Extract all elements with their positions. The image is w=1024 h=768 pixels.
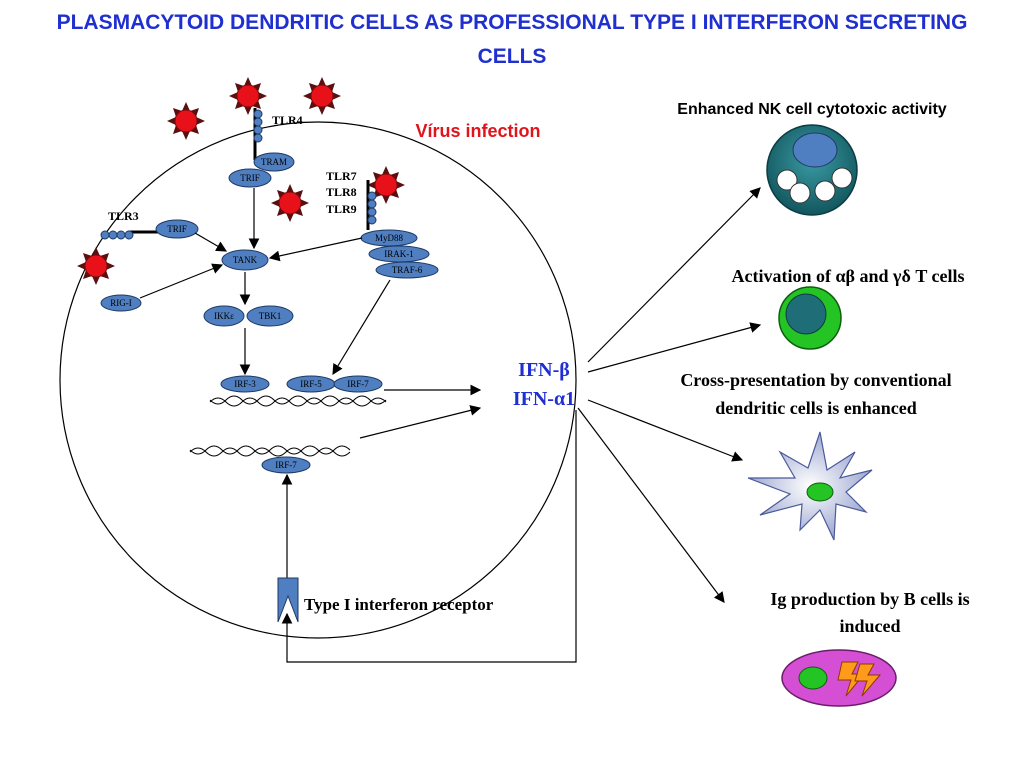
t-cell-icon (778, 286, 842, 350)
arrow-traf6-irf (332, 279, 391, 376)
irf7-label: IRF-7 (347, 379, 369, 389)
irf7-molecule (333, 375, 383, 393)
traf6-molecule (375, 261, 439, 279)
tlr7-label: TLR7 (326, 169, 357, 183)
arrow-to-tcell (587, 322, 762, 373)
lightning-icon (854, 663, 882, 697)
title-line-1: PLASMACYTOID DENDRITIC CELLS AS PROFESSI… (57, 11, 968, 34)
cross-effect-line-2: dendritic cells is enhanced (715, 398, 917, 418)
tram-label: TRAM (261, 157, 287, 167)
virus-icon (228, 76, 268, 116)
myd88-label: MyD88 (375, 233, 404, 243)
trif-top-label: TRIF (240, 173, 260, 183)
tbk1-molecule (246, 305, 294, 327)
arrow-rig1-tank (139, 263, 224, 299)
ifn-beta-label: IFN-β (518, 359, 570, 381)
tlr3-beads (100, 230, 134, 240)
virus-icon (302, 76, 342, 116)
tlr4-label: TLR4 (272, 113, 303, 127)
ig-effect-line-2: induced (839, 616, 900, 636)
tram-molecule (253, 152, 295, 172)
virus-infection-label: Vírus infection (415, 121, 540, 141)
ifn-receptor-icon (277, 577, 299, 623)
irf3-molecule (220, 375, 270, 393)
plasmacytoid-cell (59, 121, 577, 639)
trif-top-molecule (228, 168, 272, 188)
tlr4-beads (253, 109, 263, 143)
dna-strand-lower-2 (189, 445, 351, 455)
feedback-loop-arrow (281, 410, 577, 663)
arrow-to-bcell (577, 407, 725, 603)
irf7-lower-label: IRF-7 (275, 460, 297, 470)
tbk1-label: TBK1 (259, 311, 282, 321)
tank-label: TANK (233, 255, 258, 265)
virus-icon (166, 101, 206, 141)
arrow-to-nk (587, 187, 761, 363)
traf6-label: TRAF-6 (392, 265, 423, 275)
tlr789-beads (367, 191, 377, 225)
lightning-icon (837, 661, 866, 697)
arrow-to-dc (587, 399, 744, 462)
tlr3-label: TLR3 (108, 209, 139, 223)
irf5-label: IRF-5 (300, 379, 322, 389)
irf3-label: IRF-3 (234, 379, 256, 389)
b-cell-icon (781, 649, 897, 707)
trif-left-molecule (155, 219, 199, 239)
dna-strand-upper (209, 397, 387, 407)
rig1-molecule (100, 294, 142, 312)
ig-effect-line-1: Ig production by B cells is (770, 589, 969, 609)
nk-cell-icon (766, 124, 858, 216)
dna-strand-lower (189, 447, 351, 457)
irf7-lower-molecule (261, 456, 311, 474)
nk-effect-label: Enhanced NK cell cytotoxic activity (677, 101, 947, 118)
cross-effect-line-1: Cross-presentation by conventional (680, 370, 951, 390)
tank-molecule (221, 249, 269, 271)
tcell-effect-label: Activation of αβ and γδ T cells (732, 266, 965, 286)
tlr9-label: TLR9 (326, 202, 357, 216)
ikke-label: IKKε (214, 311, 234, 321)
title-line-2: CELLS (478, 45, 547, 68)
trif-left-label: TRIF (167, 224, 187, 234)
virus-icon (76, 246, 116, 286)
arrow-myd88-tank (268, 237, 363, 262)
receptor-label: Type I interferon receptor (304, 595, 494, 614)
arrow-dna2-ifn (359, 405, 482, 439)
dendritic-cell-icon (747, 431, 873, 541)
arrow-trif-tank (194, 232, 228, 252)
irak1-label: IRAK-1 (384, 249, 414, 259)
ifn-alpha-label: IFN-α1 (513, 388, 575, 410)
dna-strand-upper-2 (209, 395, 387, 405)
tlr8-label: TLR8 (326, 185, 357, 199)
rig1-label: RIG-I (110, 298, 132, 308)
ikke-molecule (203, 305, 245, 327)
virus-icon (270, 183, 310, 223)
